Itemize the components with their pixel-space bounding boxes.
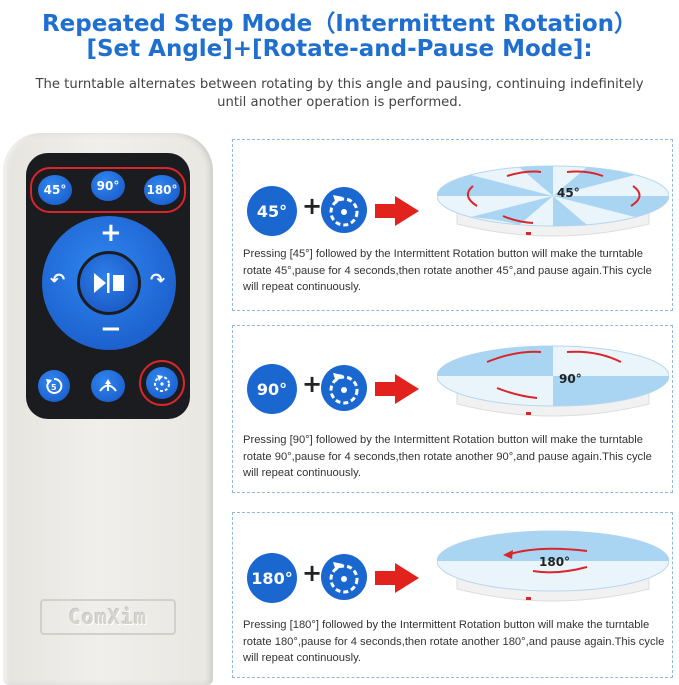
reset-rotation-icon: 5 xyxy=(46,377,63,394)
angle-buttons-highlight xyxy=(30,167,186,213)
turntable-angle-label: 180° xyxy=(539,555,571,569)
step-text-line: Pressing [90°] followed by the Intermitt… xyxy=(243,434,643,446)
turntable-angle-label: 45° xyxy=(557,186,580,200)
step-description-180: Pressing [180°] followed by the Intermit… xyxy=(243,617,668,667)
step-panel-45: 45° + 45° Pressing [ xyxy=(232,139,673,311)
right-arrow-icon xyxy=(375,196,419,226)
angle-45-icon-button: 45° xyxy=(247,186,297,236)
step-text-line: rotate 45°,pause for 4 seconds,then rota… xyxy=(243,264,652,277)
angle-180-button[interactable]: 180° xyxy=(144,175,180,205)
step-text-line: rotate 90°,pause for 4 seconds,then rota… xyxy=(243,450,652,463)
plus-sign: + xyxy=(302,559,323,587)
description-line-1: The turntable alternates between rotatin… xyxy=(35,77,644,92)
play-pause-button[interactable] xyxy=(77,251,141,315)
remote-button-panel: 45° 90° 180° + − ↶ ↷ 5 xyxy=(26,153,190,419)
intermittent-rotation-button[interactable] xyxy=(146,367,178,399)
svg-text:5: 5 xyxy=(51,383,57,392)
angle-45-button[interactable]: 45° xyxy=(38,175,72,205)
speed-up-icon[interactable]: + xyxy=(100,218,122,248)
angle-180-icon-button: 180° xyxy=(247,553,297,603)
turntable-45: 45° xyxy=(436,150,670,244)
speed-down-icon[interactable]: − xyxy=(100,314,122,344)
home-position-button[interactable] xyxy=(91,370,125,402)
intermittent-rotation-icon xyxy=(321,365,367,411)
step-text-line: Pressing [45°] followed by the Intermitt… xyxy=(243,248,643,260)
step-panel-180: 180° + 180° Pressing [180°] followed by … xyxy=(232,512,673,678)
direction-pad: + − ↶ ↷ xyxy=(42,216,176,350)
right-arrow-icon xyxy=(375,374,419,404)
reset-rotation-button[interactable]: 5 xyxy=(38,370,70,402)
page-subtitle-heading: [Set Angle]+[Rotate-and-Pause Mode]: xyxy=(86,36,593,62)
description-line-2: until another operation is performed. xyxy=(217,95,462,110)
step-text-line: will repeat continuously. xyxy=(243,652,361,665)
play-pause-icon xyxy=(94,273,124,293)
rotate-right-icon[interactable]: ↷ xyxy=(150,270,166,291)
plus-sign: + xyxy=(302,192,323,220)
intermittent-button-highlight xyxy=(139,360,185,406)
step-panel-90: 90° + 90° Pressing [90°] followed by the… xyxy=(232,325,673,493)
plus-sign: + xyxy=(302,370,323,398)
home-position-icon xyxy=(99,379,117,392)
angle-90-icon-button: 90° xyxy=(247,364,297,414)
turntable-180: 180° xyxy=(436,515,670,609)
step-description-45: Pressing [45°] followed by the Intermitt… xyxy=(243,246,668,296)
rotate-left-icon[interactable]: ↶ xyxy=(50,270,66,291)
intermittent-rotation-icon xyxy=(154,375,170,392)
intermittent-rotation-icon xyxy=(321,187,367,233)
description: The turntable alternates between rotatin… xyxy=(0,76,679,112)
right-arrow-icon xyxy=(375,563,419,593)
brand-logo: ComXim xyxy=(40,599,176,635)
step-text-line: Pressing [180°] followed by the Intermit… xyxy=(243,619,650,631)
step-text-line: will repeat continuously. xyxy=(243,281,361,294)
intermittent-rotation-icon xyxy=(321,554,367,600)
angle-90-button[interactable]: 90° xyxy=(91,171,125,201)
turntable-90: 90° xyxy=(436,330,670,424)
step-text-line: rotate 180°,pause for 4 seconds,then rot… xyxy=(243,635,665,648)
step-description-90: Pressing [90°] followed by the Intermitt… xyxy=(243,432,668,482)
turntable-angle-label: 90° xyxy=(559,372,582,386)
page-title: Repeated Step Mode（Intermittent Rotation… xyxy=(41,11,638,37)
remote-control: 45° 90° 180° + − ↶ ↷ 5 xyxy=(3,133,213,685)
step-text-line: will repeat continuously. xyxy=(243,467,361,480)
